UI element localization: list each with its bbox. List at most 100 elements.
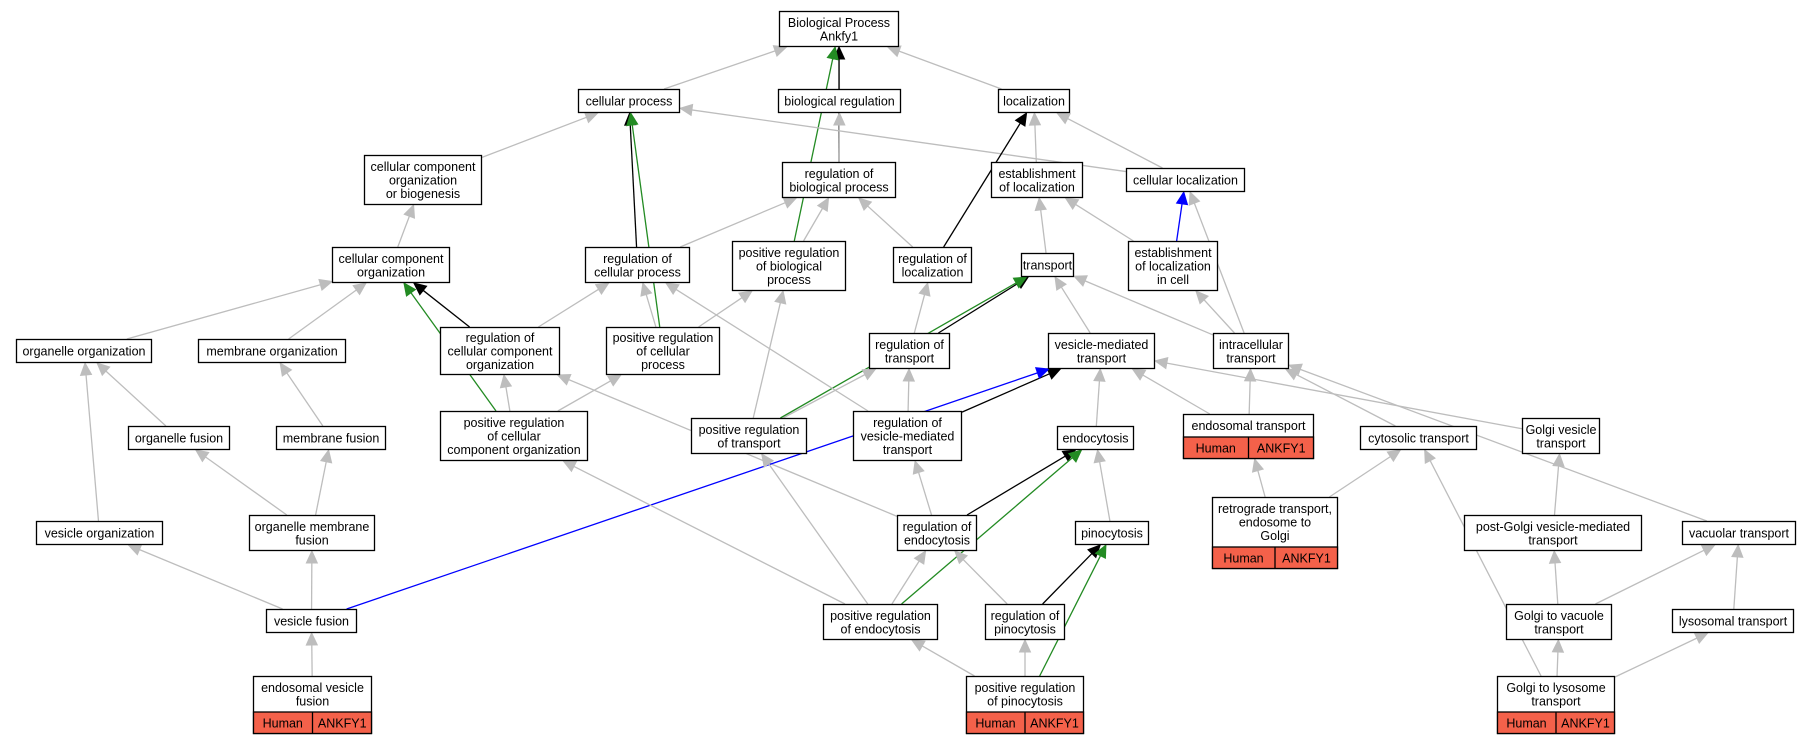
node-label-line: regulation of	[603, 252, 672, 266]
node-label-line: retrograde transport,	[1218, 502, 1332, 516]
edge-vesicle-fusion-to-organelle-membrane-fusion	[305, 549, 319, 610]
node-label-line: of cellular	[487, 430, 541, 444]
node-cell-localization[interactable]: cellular localization	[1125, 167, 1246, 193]
edge-reg-vesicle-transport-to-reg-cell-process	[664, 282, 869, 412]
node-localization[interactable]: localization	[997, 88, 1071, 114]
node-label-line: transport	[1023, 259, 1073, 273]
edge-organelle-membrane-fusion-to-membrane-fusion	[314, 448, 333, 516]
node-label-line: Golgi to vacuole	[1514, 609, 1604, 623]
node-label-line: transport	[1534, 622, 1584, 636]
node-transport[interactable]: transport	[1020, 252, 1075, 278]
edge-cell-localization-to-localization	[1055, 112, 1163, 169]
edge-post-golgi-to-golgi-vesicle	[1552, 452, 1565, 516]
edge-pos-reg-endocytosis-to-pos-reg-cc-org	[562, 460, 846, 605]
gene-label: ANKFY1	[1282, 552, 1331, 566]
node-box	[1125, 167, 1246, 193]
node-retrograde[interactable]: retrograde transport,endosome toGolgiHum…	[1211, 496, 1339, 570]
node-pinocytosis[interactable]: pinocytosis	[1074, 520, 1150, 546]
edge-pos-reg-transport-to-pos-reg-bio-process	[752, 289, 787, 419]
node-label-line: organelle organization	[22, 345, 145, 359]
node-box	[1463, 514, 1643, 552]
node-endocytosis[interactable]: endocytosis	[1056, 425, 1135, 451]
node-label-line: cellular component	[371, 160, 476, 174]
node-label-line: biological regulation	[784, 95, 895, 109]
gene-label: ANKFY1	[318, 717, 367, 731]
edge-reg-endocytosis-to-reg-vesicle-transport	[912, 459, 933, 516]
node-label-line: membrane fusion	[283, 432, 380, 446]
edge-ccob-to-cellular-process	[481, 111, 599, 158]
node-label-line: regulation of	[805, 167, 874, 181]
node-label-line: organelle fusion	[135, 432, 223, 446]
node-box	[822, 603, 939, 641]
node-box	[1521, 417, 1601, 455]
node-cytosolic-transport[interactable]: cytosolic transport	[1359, 425, 1478, 451]
edge-golgi-lysosome-to-cytosolic-transport	[1424, 448, 1542, 677]
node-box	[439, 326, 561, 376]
species-label: Human	[263, 717, 303, 731]
edge-reg-localization-to-localization	[943, 111, 1028, 248]
node-cellular-process[interactable]: cellular process	[577, 88, 681, 114]
edge-cell-localization-to-cellular-process	[678, 103, 1127, 173]
node-organelle-org[interactable]: organelle organization	[15, 338, 153, 364]
edge-reg-vesicle-transport-to-reg-transport	[902, 367, 916, 412]
edge-localization-to-bp	[886, 45, 1002, 90]
node-label-line: positive regulation	[613, 331, 714, 345]
edge-lysosomal-transport-to-vacuolar-transport	[1731, 543, 1744, 610]
node-box	[892, 246, 973, 284]
node-vesicle-org[interactable]: vesicle organization	[35, 520, 164, 546]
edge-golgi-vacuole-to-post-golgi	[1548, 549, 1562, 605]
species-label: Human	[1506, 717, 1546, 731]
edge-endosomal-transport-to-vesicle-mediated	[1131, 368, 1211, 415]
node-label-line: process	[767, 273, 811, 287]
edge-vesicle-org-to-organelle-org	[79, 361, 100, 522]
node-box	[363, 154, 483, 206]
node-label-line: pinocytosis	[994, 622, 1056, 636]
node-vesicle-fusion[interactable]: vesicle fusion	[265, 608, 358, 634]
node-biological-regulation[interactable]: biological regulation	[777, 88, 902, 114]
gene-label: ANKFY1	[1257, 442, 1306, 456]
node-label-line: transport	[885, 351, 935, 365]
node-box	[1056, 425, 1135, 451]
node-label-line: vesicle fusion	[274, 615, 349, 629]
node-label-line: establishment	[1134, 246, 1212, 260]
node-label-line: vacuolar transport	[1689, 527, 1790, 541]
node-label-line: Golgi	[1260, 529, 1289, 543]
node-lysosomal-transport[interactable]: lysosomal transport	[1671, 608, 1795, 634]
node-label-line: or biogenesis	[386, 187, 460, 201]
node-organelle-fusion[interactable]: organelle fusion	[127, 425, 231, 451]
node-membrane-org[interactable]: membrane organization	[197, 338, 347, 364]
node-membrane-fusion[interactable]: membrane fusion	[275, 425, 387, 451]
node-label-line: endosome to	[1239, 516, 1311, 530]
edge-vacuolar-transport-to-intracellular-transport	[1287, 363, 1708, 522]
node-label-line: fusion	[295, 533, 328, 547]
node-vacuolar-transport[interactable]: vacuolar transport	[1681, 520, 1797, 546]
